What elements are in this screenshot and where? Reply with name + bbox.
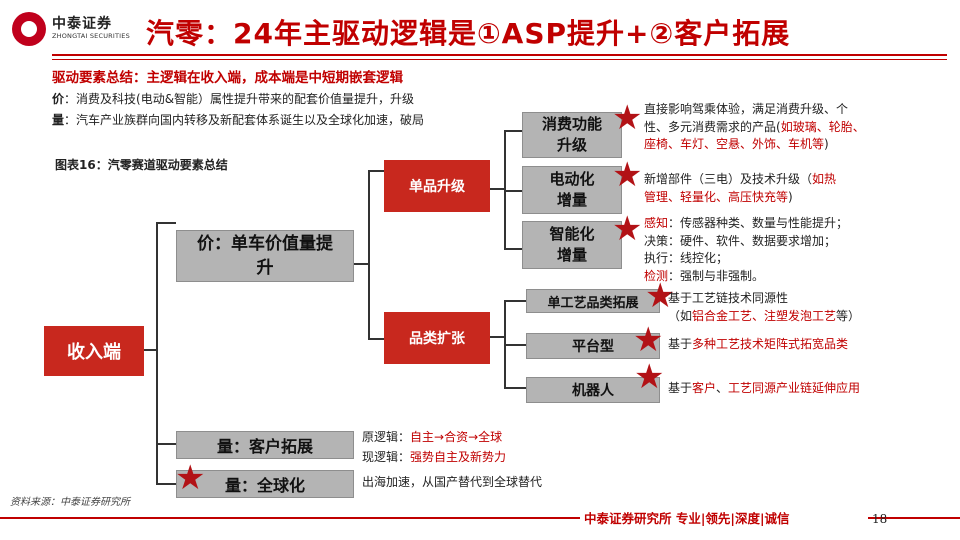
node-consumer-upgrade: 消费功能升级 [522, 112, 622, 158]
volume-summary-label: 量 [52, 113, 65, 127]
connector [504, 344, 526, 346]
title-divider-thin [52, 59, 947, 60]
page-title: 汽零：24年主驱动逻辑是①ASP提升+②客户拓展 [146, 17, 791, 50]
price-summary-line: 价：消费及科技(电动&智能）属性提升带来的配套价值量提升，升级 [52, 90, 414, 107]
price-summary-label: 价 [52, 92, 65, 106]
footer-text: 中泰证券研究所 专业|领先|深度|诚信 [584, 511, 790, 526]
node-price-value-upgrade: 价：单车价值量提升 [176, 230, 354, 282]
star-icon: ★ [634, 357, 665, 397]
connector [156, 443, 176, 445]
star-icon: ★ [633, 320, 664, 360]
title-divider [52, 54, 947, 56]
summary-heading: 驱动要素总结：主逻辑在收入端，成本端是中短期嵌套逻辑 [52, 70, 403, 86]
desc-electric-line2: 管理、轻量化、高压快充等) [644, 189, 793, 204]
desc-smart: 感知：传感器种类、数量与性能提升； 决策：硬件、软件、数据要求增加； 执行：线控… [644, 215, 848, 285]
connector [368, 338, 384, 340]
desc-electric: 新增部件（三电）及技术升级（如热 管理、轻量化、高压快充等) [644, 171, 836, 206]
node-revenue: 收入端 [44, 326, 144, 376]
node-single-craft: 单工艺品类拓展 [526, 289, 660, 313]
volume-summary-line: 量：汽车产业族群向国内转移及新配套体系诞生以及全球化加速，破局 [52, 111, 424, 128]
desc-single-craft: 基于工艺链技术同源性 （如铝合金工艺、注塑发泡工艺等） [668, 290, 860, 325]
node-volume-global: 量：全球化 [176, 470, 354, 498]
node-category-expand: 品类扩张 [384, 312, 490, 364]
node-platform: 平台型 [526, 333, 660, 359]
desc-smart-detection: 检测：强制与非强制。 [644, 268, 765, 283]
connector [490, 188, 506, 190]
desc-smart-execution: 执行：线控化； [644, 251, 729, 265]
connector [504, 130, 522, 132]
star-icon: ★ [612, 98, 643, 138]
footer-divider [0, 517, 580, 519]
desc-original-logic: 原逻辑：自主→合资→全球 [362, 430, 503, 444]
star-icon: ★ [612, 155, 643, 195]
star-icon: ★ [612, 209, 643, 249]
node-volume-customer: 量：客户拓展 [176, 431, 354, 459]
logo-name-cn: 中泰证券 [52, 16, 112, 32]
connector [504, 387, 526, 389]
desc-single-craft-line1: 基于工艺链技术同源性 [668, 291, 789, 305]
desc-platform: 基于多种工艺技术矩阵式拓宽品类 [668, 337, 849, 351]
connector [504, 248, 522, 250]
connector [156, 483, 176, 485]
connector [144, 349, 158, 351]
node-single-upgrade: 单品升级 [384, 160, 490, 212]
desc-smart-decision: 决策：硬件、软件、数据要求增加； [644, 233, 837, 248]
figure-title: 图表16：汽零赛道驱动要素总结 [55, 158, 228, 172]
connector [368, 170, 370, 340]
connector [354, 263, 370, 265]
desc-customer-logic: 原逻辑：自主→合资→全球 现逻辑：强势自主及新势力 [362, 429, 506, 466]
desc-single-craft-line2: （如铝合金工艺、注塑发泡工艺等） [668, 308, 861, 323]
connector [504, 300, 526, 302]
volume-summary-text: ：汽车产业族群向国内转移及新配套体系诞生以及全球化加速，破局 [64, 113, 425, 127]
company-logo-icon [12, 12, 46, 46]
star-icon: ★ [175, 458, 206, 498]
connector [490, 336, 506, 338]
connector [156, 222, 158, 484]
connector [368, 170, 384, 172]
connector [504, 190, 522, 192]
star-icon: ★ [645, 276, 676, 316]
desc-consumer-line1: 直接影响驾乘体验，满足消费升级、个 [644, 102, 849, 116]
desc-electric-line1: 新增部件（三电）及技术升级（如热 [644, 172, 837, 186]
price-summary-text: ：消费及科技(电动&智能）属性提升带来的配套价值量提升，升级 [64, 92, 415, 106]
desc-current-logic: 现逻辑：强势自主及新势力 [362, 449, 507, 464]
node-robot: 机器人 [526, 377, 660, 403]
desc-consumer-line3: 座椅、车灯、空悬、外饰、车机等) [644, 137, 829, 151]
source-note: 资料来源：中泰证券研究所 [10, 497, 130, 508]
page-number: 18 [872, 512, 888, 526]
desc-global: 出海加速，从国产替代到全球替代 [362, 475, 543, 489]
logo-name-en: ZHONGTAI SECURITIES [52, 32, 130, 40]
node-electric: 电动化增量 [522, 166, 622, 214]
desc-robot: 基于客户、工艺同源产业链延伸应用 [668, 381, 861, 395]
node-smart: 智能化增量 [522, 221, 622, 269]
desc-consumer: 直接影响驾乘体验，满足消费升级、个 性、多元消费需求的产品(如玻璃、轮胎、 座椅… [644, 101, 865, 154]
footer-divider [868, 517, 960, 519]
desc-consumer-line2: 性、多元消费需求的产品(如玻璃、轮胎、 [644, 119, 865, 134]
desc-smart-perception: 感知：传感器种类、数量与性能提升； [644, 216, 849, 230]
connector [156, 222, 176, 224]
